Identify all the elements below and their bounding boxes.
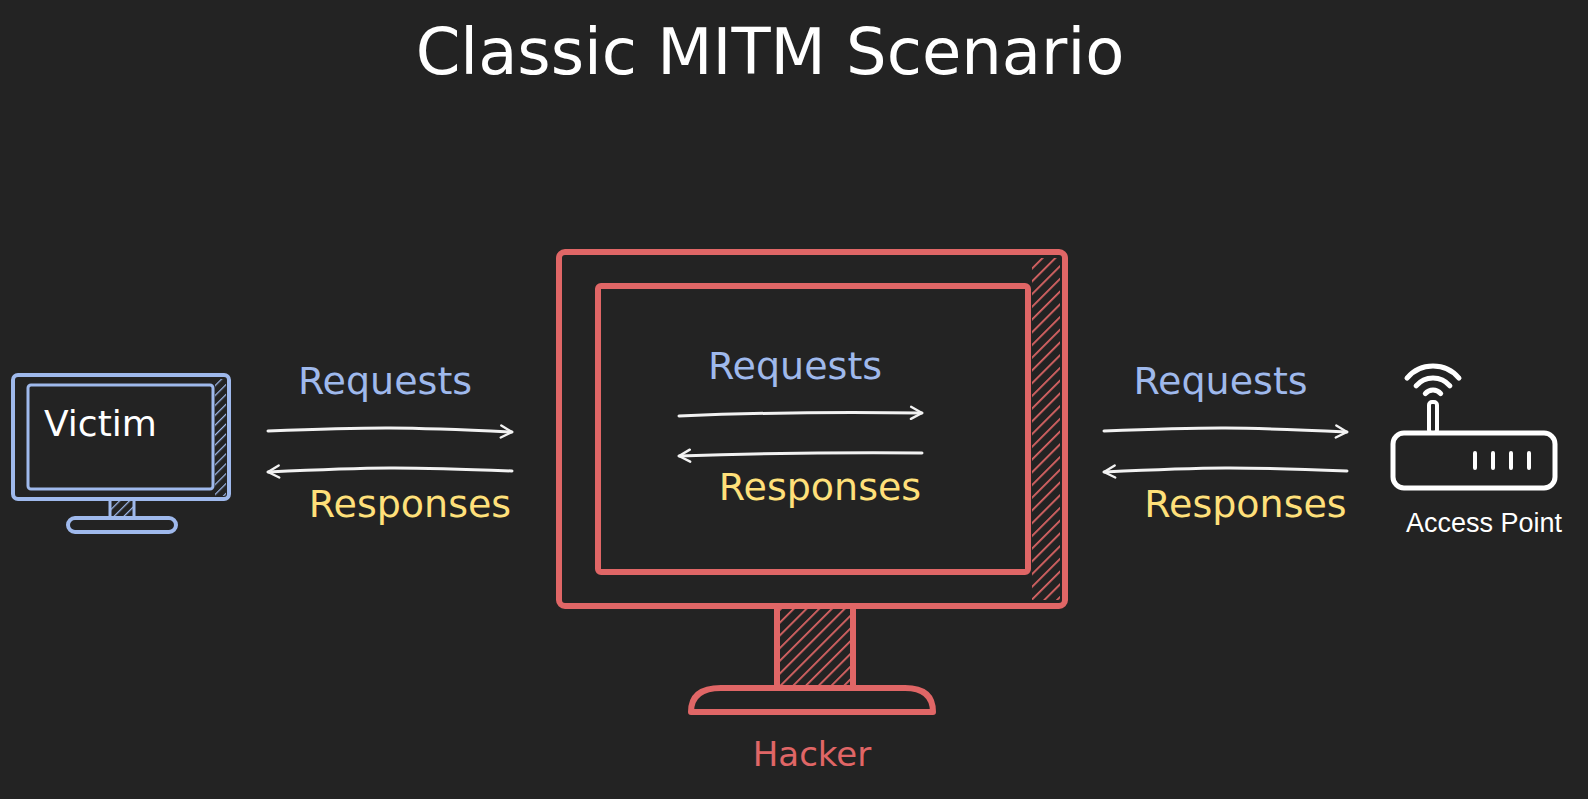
edge-label: Requests <box>1133 360 1307 404</box>
access-point-icon: Access Point <box>1385 342 1583 542</box>
drawing-part <box>1429 402 1437 433</box>
flow-arrow <box>1104 428 1347 432</box>
node-label: Hacker <box>753 735 871 774</box>
drawing-part <box>13 375 229 499</box>
inner-request-arrow <box>679 412 922 416</box>
edge-label: Responses <box>309 483 511 527</box>
drawing-part <box>780 609 850 688</box>
node-label: Access Point <box>1406 508 1562 539</box>
drawing-part <box>777 606 853 688</box>
drawing-part <box>1475 453 1529 468</box>
flow-arrow <box>268 468 512 472</box>
drawing-part <box>111 501 133 518</box>
inner-response-arrow <box>679 453 922 456</box>
drawing-part <box>28 385 213 489</box>
drawing-part <box>1393 433 1555 488</box>
flow-arrow <box>268 428 512 432</box>
edge-label: Requests <box>298 360 472 404</box>
hacker-monitor <box>555 248 1069 773</box>
drawing-part <box>1425 390 1440 394</box>
drawing-part <box>598 286 1028 572</box>
node-label: Victim <box>44 403 157 444</box>
drawing-part <box>110 501 134 518</box>
edge-label: Responses <box>1144 483 1346 527</box>
drawing-part <box>1407 366 1459 378</box>
drawing-part <box>691 688 933 712</box>
flow-label: Requests <box>708 345 882 389</box>
drawing-part <box>601 575 1029 576</box>
flow-arrow <box>1104 468 1347 472</box>
hacker-monitor: Hacker <box>555 248 1069 773</box>
drawing-part <box>559 252 1065 606</box>
victim-monitor <box>10 372 232 537</box>
diagram-title: Classic MITM Scenario <box>416 16 1125 90</box>
drawing-part <box>68 518 176 532</box>
victim-monitor: Victim <box>10 372 232 537</box>
drawing-part <box>1032 258 1060 600</box>
flow-label: Responses <box>719 466 921 510</box>
drawing-part <box>1416 378 1450 386</box>
drawing-part <box>215 379 226 496</box>
